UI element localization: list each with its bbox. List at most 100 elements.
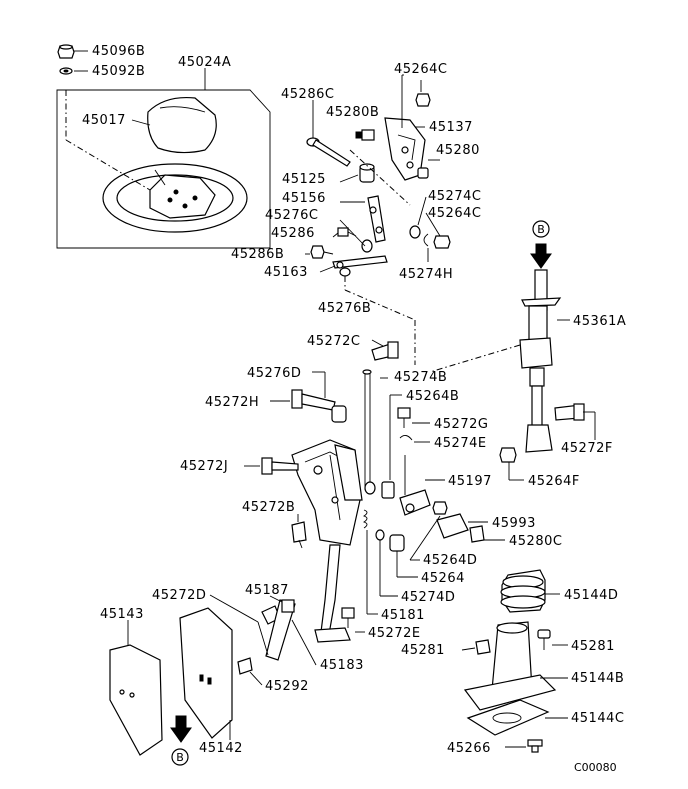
circle-b-arrow-top-icon	[530, 220, 552, 269]
joint-45197-icon	[399, 455, 431, 516]
label-45361A: 45361A	[573, 314, 626, 329]
label-45272B: 45272B	[242, 500, 295, 515]
bolt-45281-left-icon	[475, 639, 491, 655]
boot-45144D-icon	[500, 569, 546, 613]
nut-45264D-icon	[432, 501, 448, 515]
label-45144C: 45144C	[571, 711, 624, 726]
label-45274E: 45274E	[434, 436, 487, 451]
label-45197: 45197	[448, 474, 492, 489]
label-45281-right: 45281	[571, 639, 615, 654]
label-45276C: 45276C	[265, 208, 318, 223]
bolt-45286B-icon	[310, 245, 334, 259]
plate-45144C-icon	[466, 699, 550, 736]
nut-45264C-top-icon	[415, 93, 431, 107]
label-45286C: 45286C	[281, 87, 334, 102]
part-labels: 45096B 45092B 45024A 45017 45264C 45286C…	[82, 44, 626, 774]
bolt-45286-icon	[337, 227, 357, 237]
label-45274C: 45274C	[428, 189, 481, 204]
link-45163-icon	[332, 255, 388, 269]
label-45181: 45181	[381, 608, 425, 623]
washer-45274D-icon	[375, 529, 385, 541]
label-45137: 45137	[429, 120, 473, 135]
part-45183-icon	[281, 599, 295, 613]
label-45264D: 45264D	[423, 553, 477, 568]
label-45017: 45017	[82, 113, 126, 128]
label-45272J: 45272J	[180, 459, 228, 474]
circle-b-top-letter: B	[537, 223, 545, 236]
label-45264C-top: 45264C	[394, 62, 447, 77]
label-45272E: 45272E	[368, 626, 421, 641]
bolt-45272C-icon	[371, 341, 399, 361]
collar-45125-icon	[359, 163, 375, 183]
collar-45264B-icon	[381, 481, 395, 499]
label-45144D: 45144D	[564, 588, 618, 603]
bolt-45272E-icon	[341, 607, 355, 628]
bolt-45272B-icon	[291, 521, 307, 549]
washer-45276C-icon	[361, 239, 373, 253]
nut-45264-icon	[389, 534, 405, 552]
washer-45092B-icon	[59, 67, 73, 75]
label-45264F: 45264F	[528, 474, 580, 489]
label-45280C: 45280C	[509, 534, 562, 549]
bolt-45272F-icon	[554, 403, 585, 421]
bolt-45286C-icon	[306, 137, 351, 167]
label-45272G: 45272G	[434, 417, 488, 432]
clip-45274H-icon	[423, 233, 429, 247]
figure-code: C00080	[574, 761, 617, 774]
label-45163: 45163	[264, 265, 308, 280]
bracket-45137-icon	[384, 117, 426, 181]
label-45096B: 45096B	[92, 44, 145, 59]
cover-45143-icon	[109, 644, 163, 756]
washer-45276B-icon	[339, 267, 351, 277]
bolt-45266-icon	[527, 739, 543, 753]
label-45280: 45280	[436, 143, 480, 158]
label-45187: 45187	[245, 583, 289, 598]
label-45286B: 45286B	[231, 247, 284, 262]
bolt-45272J-icon	[261, 457, 299, 475]
label-45266: 45266	[447, 741, 491, 756]
label-45280B: 45280B	[326, 105, 379, 120]
label-45281-left: 45281	[401, 643, 445, 658]
bolt-45280C-icon	[469, 525, 485, 543]
bolt-45280-icon	[417, 167, 429, 179]
label-45276B: 45276B	[318, 301, 371, 316]
label-45274H: 45274H	[399, 267, 453, 282]
label-45272F: 45272F	[561, 441, 613, 456]
label-45286: 45286	[271, 226, 315, 241]
label-45264: 45264	[421, 571, 465, 586]
bolt-45272H-icon	[291, 389, 336, 411]
bracket-45993-icon	[436, 513, 469, 539]
label-45144B: 45144B	[571, 671, 624, 686]
label-45993: 45993	[492, 516, 536, 531]
shift-lever-bracket-icon	[291, 439, 363, 546]
label-45125: 45125	[282, 172, 326, 187]
nut-45264F-icon	[499, 447, 517, 463]
label-45264C-mid: 45264C	[428, 206, 481, 221]
circle-b-bottom-letter: B	[176, 751, 184, 764]
label-45272D: 45272D	[152, 588, 206, 603]
label-45272C: 45272C	[307, 334, 360, 349]
label-45143: 45143	[100, 607, 144, 622]
nut-45264C-mid-icon	[433, 235, 451, 249]
lever-45156-icon	[367, 195, 386, 243]
steering-wheel-group	[56, 89, 271, 249]
cover-45142-icon	[179, 607, 233, 739]
label-45092B: 45092B	[92, 64, 145, 79]
label-45274D: 45274D	[401, 590, 455, 605]
label-45272H: 45272H	[205, 395, 259, 410]
bolt-45272G-icon	[397, 407, 411, 428]
bolt-45280B-icon	[355, 129, 375, 141]
label-45274B: 45274B	[394, 370, 447, 385]
label-45156: 45156	[282, 191, 326, 206]
label-45264B: 45264B	[406, 389, 459, 404]
label-45292: 45292	[265, 679, 309, 694]
collar-45276D-icon	[331, 405, 347, 423]
nut-45096B-icon	[57, 44, 75, 59]
label-45276D: 45276D	[247, 366, 301, 381]
bolt-45281-right-icon	[537, 629, 551, 650]
circle-b-arrow-bottom-icon	[170, 715, 192, 766]
label-45142: 45142	[199, 741, 243, 756]
clip-45274E-icon	[399, 435, 413, 441]
lever-rod-icon	[314, 544, 351, 643]
